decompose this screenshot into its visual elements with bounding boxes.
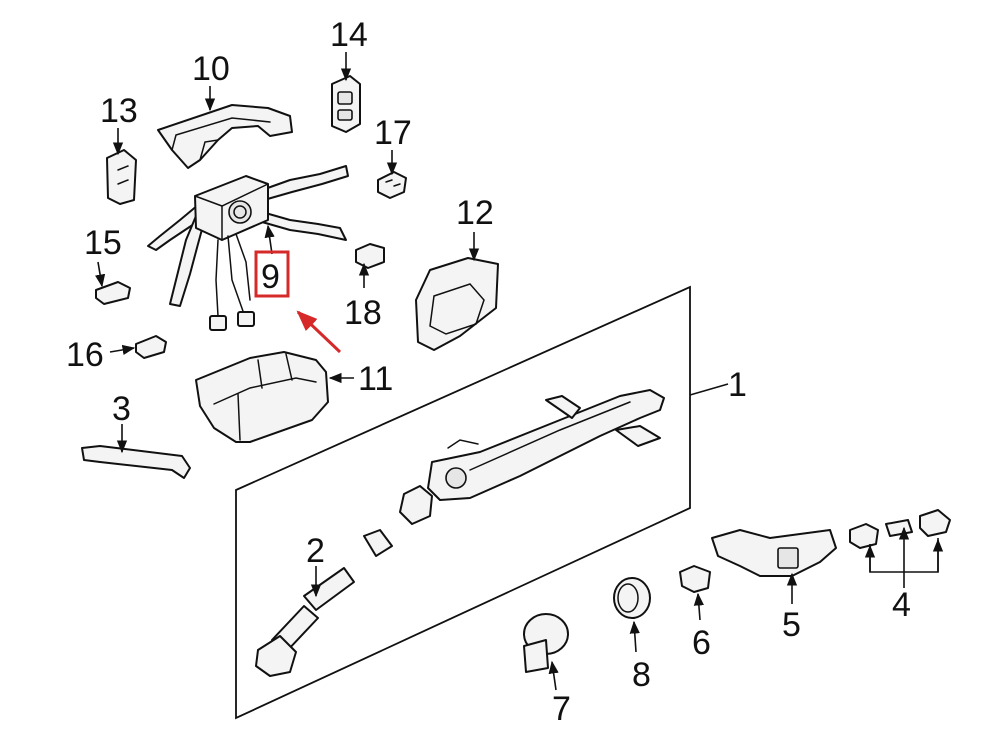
switch-6[interactable]: [679, 565, 711, 593]
callout-2[interactable]: 2: [306, 532, 325, 570]
lower-column-cover[interactable]: [195, 351, 329, 443]
intermediate-shaft[interactable]: [255, 529, 393, 677]
bracket-3[interactable]: [81, 445, 191, 479]
callout-3[interactable]: 3: [112, 390, 131, 428]
callout-18[interactable]: 18: [344, 294, 382, 332]
callout-17[interactable]: 17: [374, 114, 412, 152]
highlight-box-9: [254, 250, 290, 298]
upper-column-cover[interactable]: [157, 104, 293, 169]
callout-15[interactable]: 15: [84, 224, 122, 262]
bracket-14[interactable]: [331, 75, 361, 133]
block-15[interactable]: [95, 281, 131, 305]
callout-11[interactable]: 11: [358, 360, 393, 398]
clip-13[interactable]: [106, 149, 137, 205]
callout-7[interactable]: 7: [552, 690, 571, 728]
callout-16[interactable]: 16: [66, 336, 104, 374]
lock-cylinder-set[interactable]: [849, 509, 951, 549]
cap-18[interactable]: [355, 243, 385, 269]
callout-10[interactable]: 10: [192, 50, 230, 88]
callout-4[interactable]: 4: [892, 586, 911, 624]
callout-labels: 1 2 3 4 5 6 7 8 9 10 11 12 13 14 15 16 1…: [66, 16, 911, 728]
block-16[interactable]: [135, 335, 167, 359]
callout-13[interactable]: 13: [100, 92, 138, 130]
cap-8[interactable]: [613, 577, 651, 619]
ignition-housing[interactable]: [711, 529, 837, 577]
sleeve-7[interactable]: [523, 613, 569, 673]
callout-5[interactable]: 5: [782, 606, 801, 644]
assembly-frame: [235, 285, 691, 720]
callout-1[interactable]: 1: [728, 366, 747, 404]
leader-lines: [95, 52, 944, 691]
shroud-12[interactable]: [415, 257, 499, 351]
highlight-arrow: [296, 310, 342, 354]
steering-column[interactable]: [399, 389, 665, 525]
callout-9[interactable]: 9: [261, 258, 280, 296]
callout-14[interactable]: 14: [330, 16, 368, 54]
callout-12[interactable]: 12: [456, 194, 494, 232]
combination-switch[interactable]: [147, 165, 349, 331]
connector-17[interactable]: [377, 171, 407, 199]
callout-8[interactable]: 8: [632, 656, 651, 694]
callout-6[interactable]: 6: [692, 624, 711, 662]
